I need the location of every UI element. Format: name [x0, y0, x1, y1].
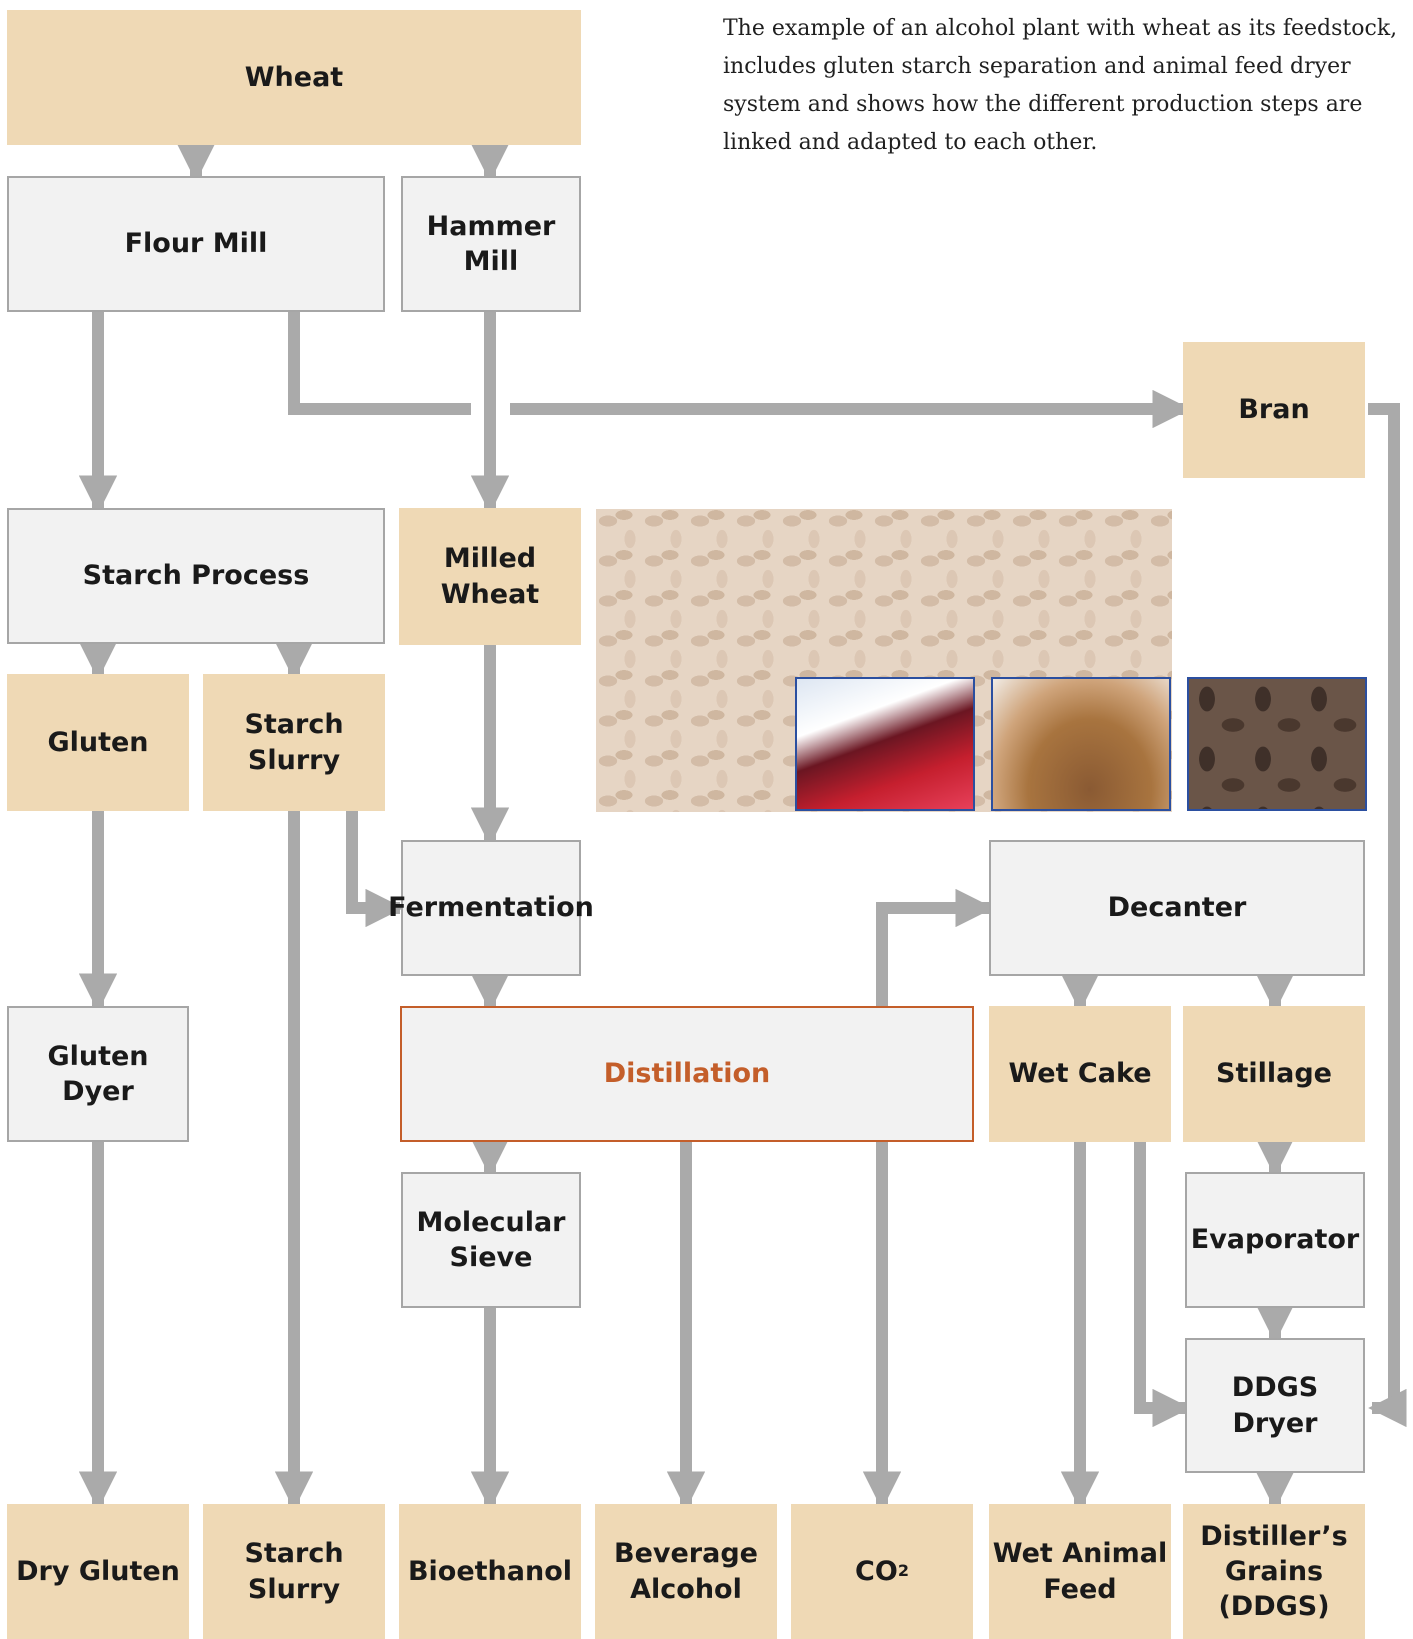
feed-pellets-photo	[1187, 677, 1367, 811]
node-molecular-sieve: Molecular Sieve	[401, 1172, 581, 1308]
intro-text: The example of an alcohol plant with whe…	[723, 16, 1398, 155]
node-wheat: Wheat	[7, 10, 581, 145]
arrow-flour-mill-bran	[288, 312, 471, 415]
node-distillation: Distillation	[400, 1006, 974, 1142]
node-gluten: Gluten	[7, 674, 189, 811]
arrow-wet-cake-ddgs-dryer	[1134, 1142, 1191, 1428]
node-hammer-mill: Hammer Mill	[401, 176, 581, 312]
arrow-bran-ddgs-dryer	[1368, 403, 1407, 1428]
node-gluten-dyer: Gluten Dyer	[7, 1006, 189, 1142]
node-milled-wheat: Milled Wheat	[399, 508, 581, 645]
co2-label: CO	[855, 1555, 898, 1587]
node-starch-process: Starch Process	[7, 508, 385, 644]
node-wet-cake: Wet Cake	[989, 1006, 1171, 1142]
node-ddgs-dryer: DDGS Dryer	[1185, 1338, 1365, 1473]
co2-subscript: 2	[897, 1561, 909, 1581]
arrow-starch-slurry-fermentation	[346, 811, 404, 928]
arrow-distillation-decanter	[876, 888, 994, 1008]
node-bran: Bran	[1183, 342, 1365, 478]
node-fermentation: Fermentation	[388, 840, 594, 976]
node-starch-slurry-output: Starch Slurry	[203, 1504, 385, 1639]
node-stillage: Stillage	[1183, 1006, 1365, 1142]
node-decanter: Decanter	[989, 840, 1365, 976]
node-starch-slurry: Starch Slurry	[203, 674, 385, 811]
node-dry-gluten: Dry Gluten	[7, 1504, 189, 1639]
node-evaporator: Evaporator	[1185, 1172, 1365, 1308]
node-bioethanol: Bioethanol	[399, 1504, 581, 1639]
node-flour-mill: Flour Mill	[7, 176, 385, 312]
ddgs-powder-photo	[991, 677, 1171, 811]
alcohol-glass-photo	[795, 677, 975, 811]
node-ddgs: Distiller’s Grains (DDGS)	[1183, 1504, 1365, 1639]
node-wet-animal-feed: Wet Animal Feed	[989, 1504, 1171, 1639]
node-beverage-alcohol: Beverage Alcohol	[595, 1504, 777, 1639]
